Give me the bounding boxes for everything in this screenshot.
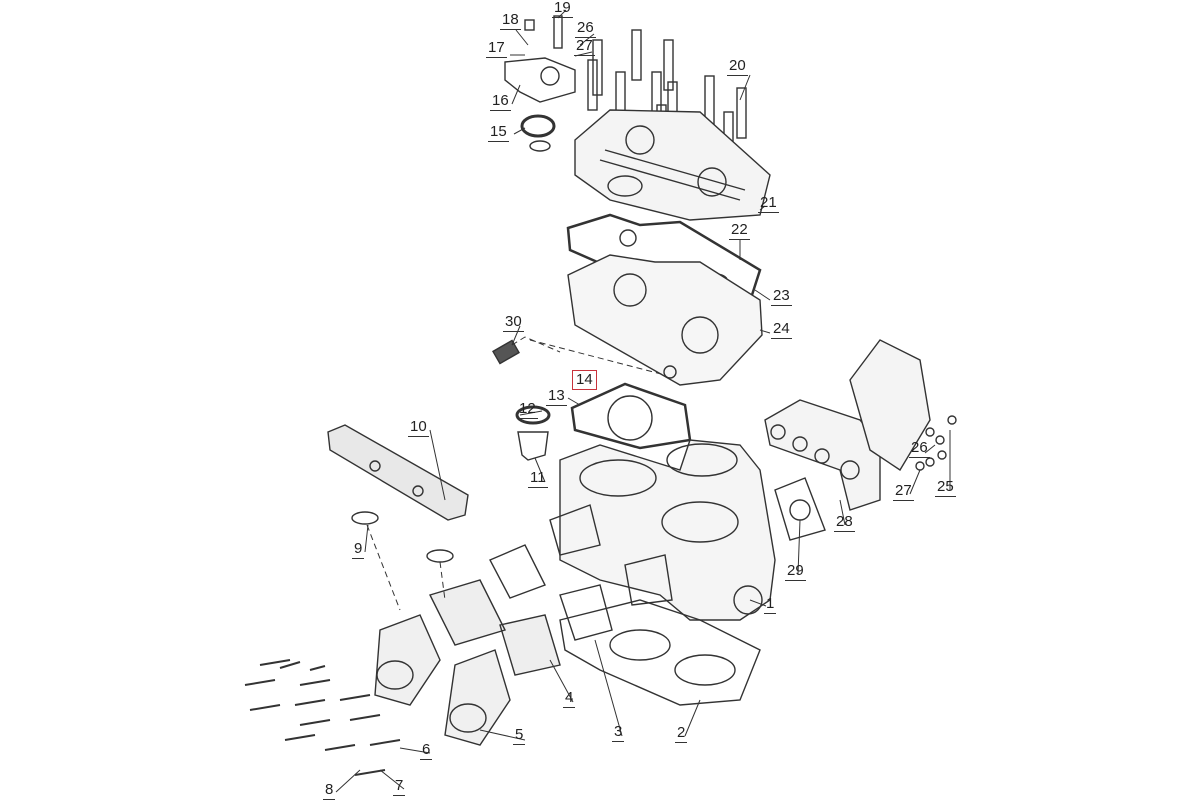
exhaust-manifold: [764, 399, 881, 511]
callout-27-right[interactable]: 27: [893, 482, 914, 501]
callout-1[interactable]: 1: [764, 595, 777, 614]
callout-9[interactable]: 9: [352, 540, 365, 559]
intake-manifold: [374, 614, 511, 746]
callout-2[interactable]: 2: [675, 724, 688, 743]
callout-23[interactable]: 23: [771, 287, 792, 306]
callout-13[interactable]: 13: [546, 387, 567, 406]
callout-27-top[interactable]: 27: [574, 37, 595, 56]
hose-clamp: [351, 511, 379, 525]
callout-7[interactable]: 7: [393, 777, 406, 796]
callout-12[interactable]: 12: [517, 400, 538, 419]
callout-18[interactable]: 18: [500, 11, 521, 30]
o-ring: [515, 405, 551, 425]
callout-17[interactable]: 17: [486, 39, 507, 58]
callout-30[interactable]: 30: [503, 313, 524, 332]
intake-bolts: [244, 659, 401, 776]
callout-6[interactable]: 6: [420, 741, 433, 760]
callout-19[interactable]: 19: [552, 0, 573, 18]
water-outlet: [517, 431, 549, 461]
leader-lines: [335, 9, 951, 793]
base-gasket: [559, 599, 761, 706]
reed-gasket: [489, 544, 613, 641]
temperature-sensor: [492, 339, 520, 365]
callout-24[interactable]: 24: [771, 320, 792, 339]
callout-10[interactable]: 10: [408, 418, 429, 437]
callout-5[interactable]: 5: [513, 726, 526, 745]
callout-28[interactable]: 28: [834, 513, 855, 532]
callout-8[interactable]: 8: [323, 781, 336, 800]
callout-11[interactable]: 11: [528, 469, 548, 488]
callout-26-top[interactable]: 26: [575, 19, 596, 38]
cylinder-head-cover: [574, 109, 771, 221]
exhaust-gasket: [774, 477, 826, 541]
callout-3[interactable]: 3: [612, 723, 625, 742]
callout-4[interactable]: 4: [563, 689, 576, 708]
thermostat-housing: [504, 57, 576, 152]
callout-15[interactable]: 15: [488, 123, 509, 142]
cylinder-block: [549, 439, 776, 621]
cylinder-head-gasket: [570, 382, 692, 450]
reed-valve: [429, 579, 561, 676]
nuts-washers: [915, 415, 957, 471]
callout-22[interactable]: 22: [729, 221, 750, 240]
fuel-rail-cover: [327, 424, 469, 521]
callout-14-highlighted[interactable]: 14: [572, 370, 597, 390]
callout-21[interactable]: 21: [758, 194, 779, 213]
cylinder-head: [567, 254, 763, 386]
callout-26-right[interactable]: 26: [909, 439, 930, 458]
callout-16[interactable]: 16: [490, 92, 511, 111]
callout-20[interactable]: 20: [727, 57, 748, 76]
callout-25[interactable]: 25: [935, 478, 956, 497]
callout-29[interactable]: 29: [785, 562, 806, 581]
